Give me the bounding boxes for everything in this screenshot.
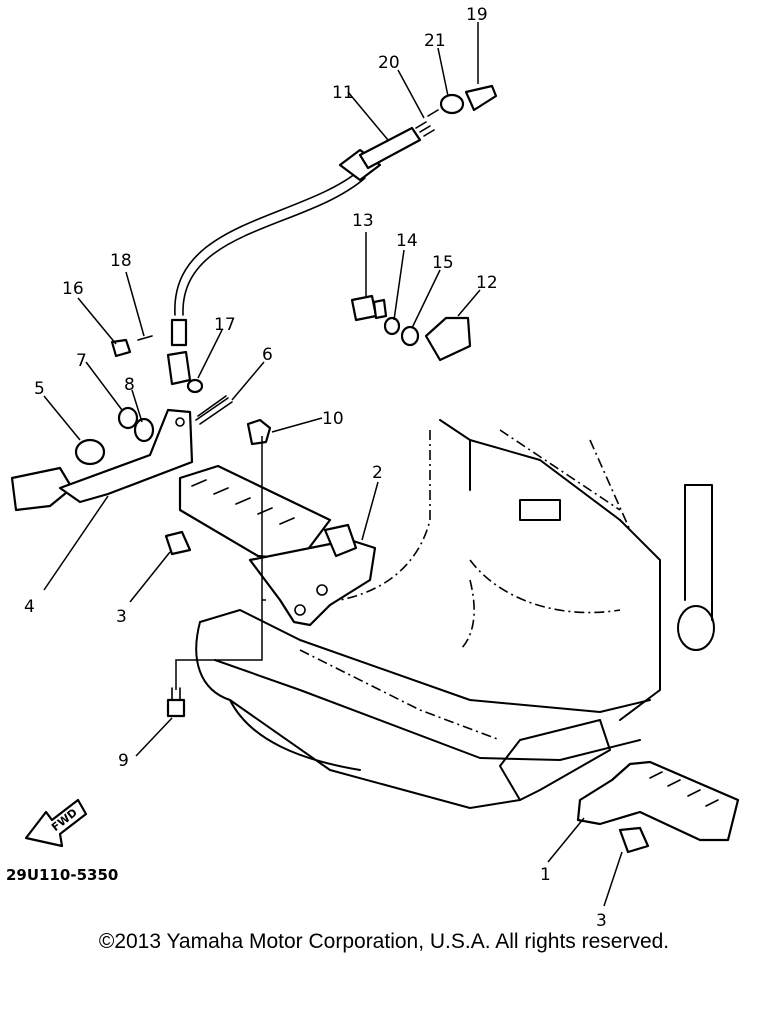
washer-7 bbox=[117, 406, 139, 430]
brake-pedal-4 bbox=[10, 408, 194, 512]
callout-labels: 19 21 20 11 13 14 15 12 18 16 17 6 7 8 5… bbox=[24, 5, 607, 931]
callout-18: 18 bbox=[110, 251, 132, 271]
diagram-code: 29U110-5350 bbox=[6, 866, 118, 884]
callout-5: 5 bbox=[34, 379, 45, 399]
callout-9: 9 bbox=[118, 751, 129, 771]
brake-cable bbox=[170, 126, 422, 347]
bolt-13 bbox=[350, 294, 388, 322]
copyright-notice: ©2013 Yamaha Motor Corporation, U.S.A. A… bbox=[98, 930, 670, 953]
cap-5 bbox=[74, 438, 106, 466]
bolt-3-lower bbox=[618, 826, 650, 854]
bolt-9 bbox=[166, 687, 186, 718]
washer-15 bbox=[400, 325, 420, 347]
clevis bbox=[166, 350, 192, 386]
callout-19: 19 bbox=[466, 5, 488, 25]
washer-8 bbox=[133, 417, 155, 443]
callout-17: 17 bbox=[214, 315, 236, 335]
callout-10: 10 bbox=[322, 409, 344, 429]
pin-16 bbox=[110, 338, 132, 358]
callout-7: 7 bbox=[76, 351, 87, 371]
callout-15: 15 bbox=[432, 253, 454, 273]
callout-11: 11 bbox=[332, 83, 354, 103]
callout-21: 21 bbox=[424, 31, 446, 51]
callout-4: 4 bbox=[24, 597, 35, 617]
callout-20: 20 bbox=[378, 53, 400, 73]
nut-10 bbox=[246, 418, 272, 446]
bracket-12 bbox=[424, 316, 472, 362]
callout-3-upper: 3 bbox=[116, 607, 127, 627]
footrest-2 bbox=[178, 464, 377, 627]
spring-6 bbox=[195, 395, 233, 425]
callout-1: 1 bbox=[540, 865, 551, 885]
leader-lines bbox=[43, 22, 623, 907]
washer-14 bbox=[383, 316, 401, 336]
callout-2: 2 bbox=[372, 463, 383, 483]
spring-20 bbox=[415, 109, 439, 137]
callout-12: 12 bbox=[476, 273, 498, 293]
cotter-pin-18 bbox=[137, 335, 153, 341]
callout-14: 14 bbox=[396, 231, 418, 251]
fwd-arrow: FWD bbox=[24, 798, 88, 848]
callout-16: 16 bbox=[62, 279, 84, 299]
bolt-3-upper bbox=[164, 530, 192, 556]
footrest-1 bbox=[576, 760, 740, 842]
washer-17 bbox=[186, 378, 204, 394]
callout-8: 8 bbox=[124, 375, 135, 395]
callout-13: 13 bbox=[352, 211, 374, 231]
joint-19 bbox=[464, 84, 498, 112]
callout-3-lower: 3 bbox=[596, 911, 607, 931]
callout-6: 6 bbox=[262, 345, 273, 365]
collar-21 bbox=[439, 93, 465, 115]
frame-outline bbox=[195, 419, 715, 809]
